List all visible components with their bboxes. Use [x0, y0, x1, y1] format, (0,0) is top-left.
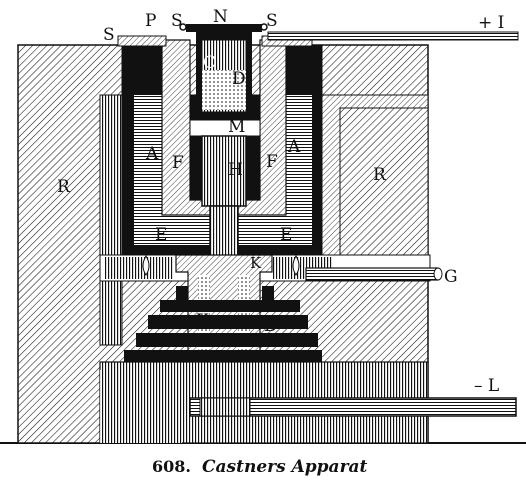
- label-C: C: [203, 53, 216, 73]
- step-2: [148, 315, 308, 329]
- label-R-left: R: [57, 177, 71, 197]
- label-K-top: K: [250, 254, 262, 272]
- burner-left-box: [104, 257, 174, 279]
- label-H: H: [228, 160, 243, 180]
- cathode-clamp: [199, 397, 251, 417]
- step-highlight-2: [262, 286, 274, 302]
- label-S-mid: S: [171, 11, 183, 31]
- label-F-left: F: [172, 153, 184, 173]
- label-E-left: E: [155, 225, 167, 245]
- flame-icon-right: [292, 255, 300, 276]
- label-S-left: S: [103, 25, 115, 45]
- label-S-right: S: [266, 11, 278, 31]
- step-highlight-1: [176, 286, 188, 302]
- cathode-H: [201, 135, 247, 207]
- cathode-lead: [189, 397, 517, 417]
- anode-lead: [267, 31, 519, 41]
- label-F-right: F: [266, 152, 278, 172]
- left-inner-wall: [99, 94, 123, 346]
- label-E-right: E: [280, 225, 292, 245]
- collector-pot-metal: [202, 70, 246, 110]
- flame-icon-left: [142, 255, 150, 276]
- lid-left: [117, 35, 167, 47]
- caption-number: 608.: [152, 457, 191, 476]
- label-N: N: [213, 7, 228, 27]
- label-A-left: A: [145, 144, 159, 164]
- label-P: P: [145, 11, 156, 31]
- caption-title: Castners Apparat: [202, 457, 368, 477]
- step-4: [124, 350, 322, 362]
- label-minus-L: – L: [474, 376, 499, 396]
- gap-M: [189, 119, 261, 137]
- inner-cylinder-F: [161, 39, 287, 216]
- label-B: B: [264, 316, 277, 336]
- lid-knob-left: [179, 23, 187, 31]
- label-K-bottom: K: [196, 311, 209, 331]
- lid-knob-right: [260, 23, 268, 31]
- step-1: [160, 300, 300, 312]
- label-D: D: [232, 69, 246, 89]
- label-M: M: [228, 117, 245, 137]
- gas-pipe-G: [305, 267, 439, 281]
- base-block-left: [100, 370, 182, 443]
- gas-pipe-end: [433, 267, 443, 281]
- label-G: G: [444, 267, 458, 287]
- label-plus-I: + I: [478, 13, 504, 33]
- label-A-right: A: [287, 137, 301, 157]
- label-R-right: R: [373, 165, 387, 185]
- step-3: [136, 333, 318, 347]
- lid-top-N: [186, 24, 262, 32]
